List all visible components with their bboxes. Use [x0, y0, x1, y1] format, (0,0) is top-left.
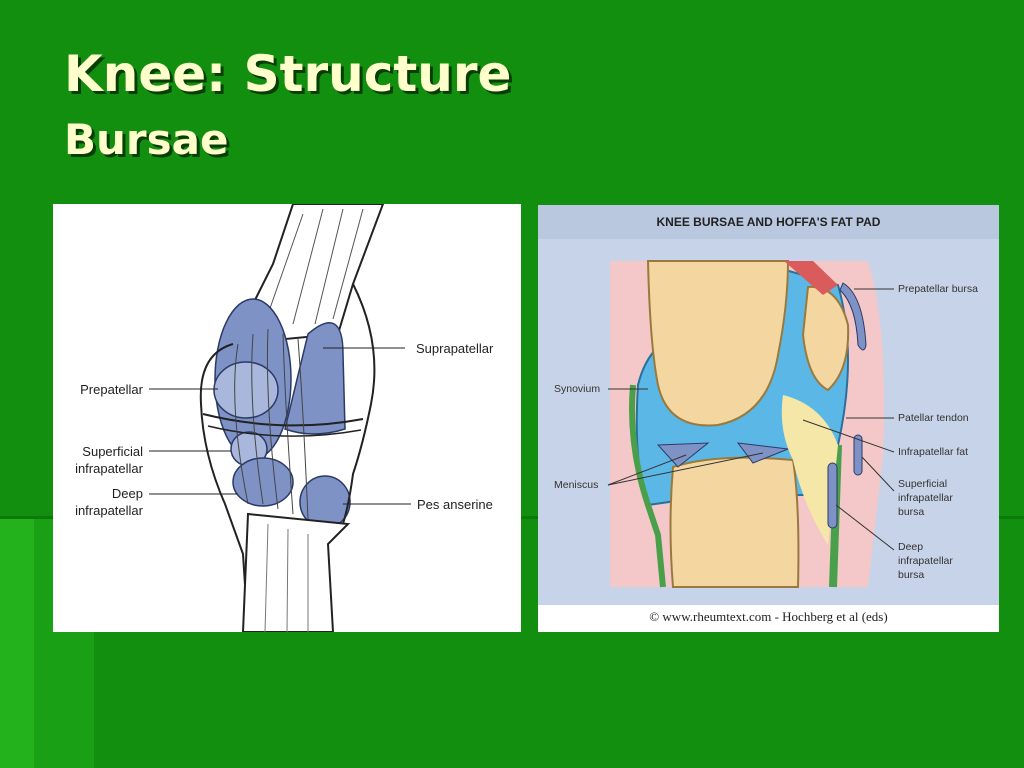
superficial-infrapatellar-bursa-shape: [853, 434, 863, 476]
label-meniscus: Meniscus: [554, 479, 599, 491]
label-superficial-infrapatellar-line2: infrapatellar: [75, 461, 143, 476]
knee-bursae-illustration: Suprapatellar Prepatellar Superficial in…: [53, 204, 521, 632]
cross-section-drawing: [538, 239, 999, 605]
tibia: [241, 512, 351, 632]
knee-cross-section-illustration: KNEE BURSAE AND HOFFA'S FAT PAD: [538, 205, 999, 632]
label-infrapatellar-fat: Infrapatellar fat: [898, 446, 969, 458]
label-superficial-bursa-line2: infrapatellar: [898, 492, 953, 504]
suprapatellar-bursa-shape: [284, 322, 346, 435]
prepatellar-bursa-shape: [839, 282, 867, 351]
label-deep-bursa-line1: Deep: [898, 541, 924, 553]
femur-bone: [646, 260, 790, 427]
label-synovium: Synovium: [554, 383, 601, 395]
figure-title: KNEE BURSAE AND HOFFA'S FAT PAD: [538, 205, 999, 239]
label-superficial-bursa-line3: bursa: [898, 506, 925, 518]
label-deep-bursa-line3: bursa: [898, 569, 925, 581]
label-superficial-bursa-line1: Superficial: [898, 478, 948, 490]
label-patellar-tendon: Patellar tendon: [898, 412, 969, 424]
quadriceps-muscle: [784, 261, 838, 295]
label-superficial-infrapatellar-line1: Superficial: [82, 444, 143, 459]
prepatellar-bursa-shape: [213, 361, 279, 419]
patella-bone: [801, 285, 850, 392]
slide-subtitle: Bursae: [64, 115, 229, 164]
knee-drawing: [149, 204, 411, 632]
label-pes-anserine: Pes anserine: [417, 497, 493, 512]
label-suprapatellar: Suprapatellar: [416, 341, 494, 356]
background-stripe: [0, 518, 34, 768]
infrapatellar-fat-shape: [781, 395, 838, 545]
tibia-bone: [669, 456, 800, 588]
label-deep-infrapatellar-line2: infrapatellar: [75, 503, 143, 518]
slide-title: Knee: Structure: [64, 45, 512, 103]
meniscus-posterior: [656, 442, 710, 468]
deep-infrapatellar-shape: [232, 457, 294, 507]
deep-infrapatellar-bursa-shape: [827, 462, 838, 529]
label-deep-infrapatellar-line1: Deep: [111, 486, 143, 501]
label-prepatellar-bursa: Prepatellar bursa: [898, 283, 978, 295]
label-prepatellar: Prepatellar: [80, 382, 143, 397]
label-deep-bursa-line2: infrapatellar: [898, 555, 953, 567]
image-credit: © www.rheumtext.com - Hochberg et al (ed…: [649, 609, 888, 624]
